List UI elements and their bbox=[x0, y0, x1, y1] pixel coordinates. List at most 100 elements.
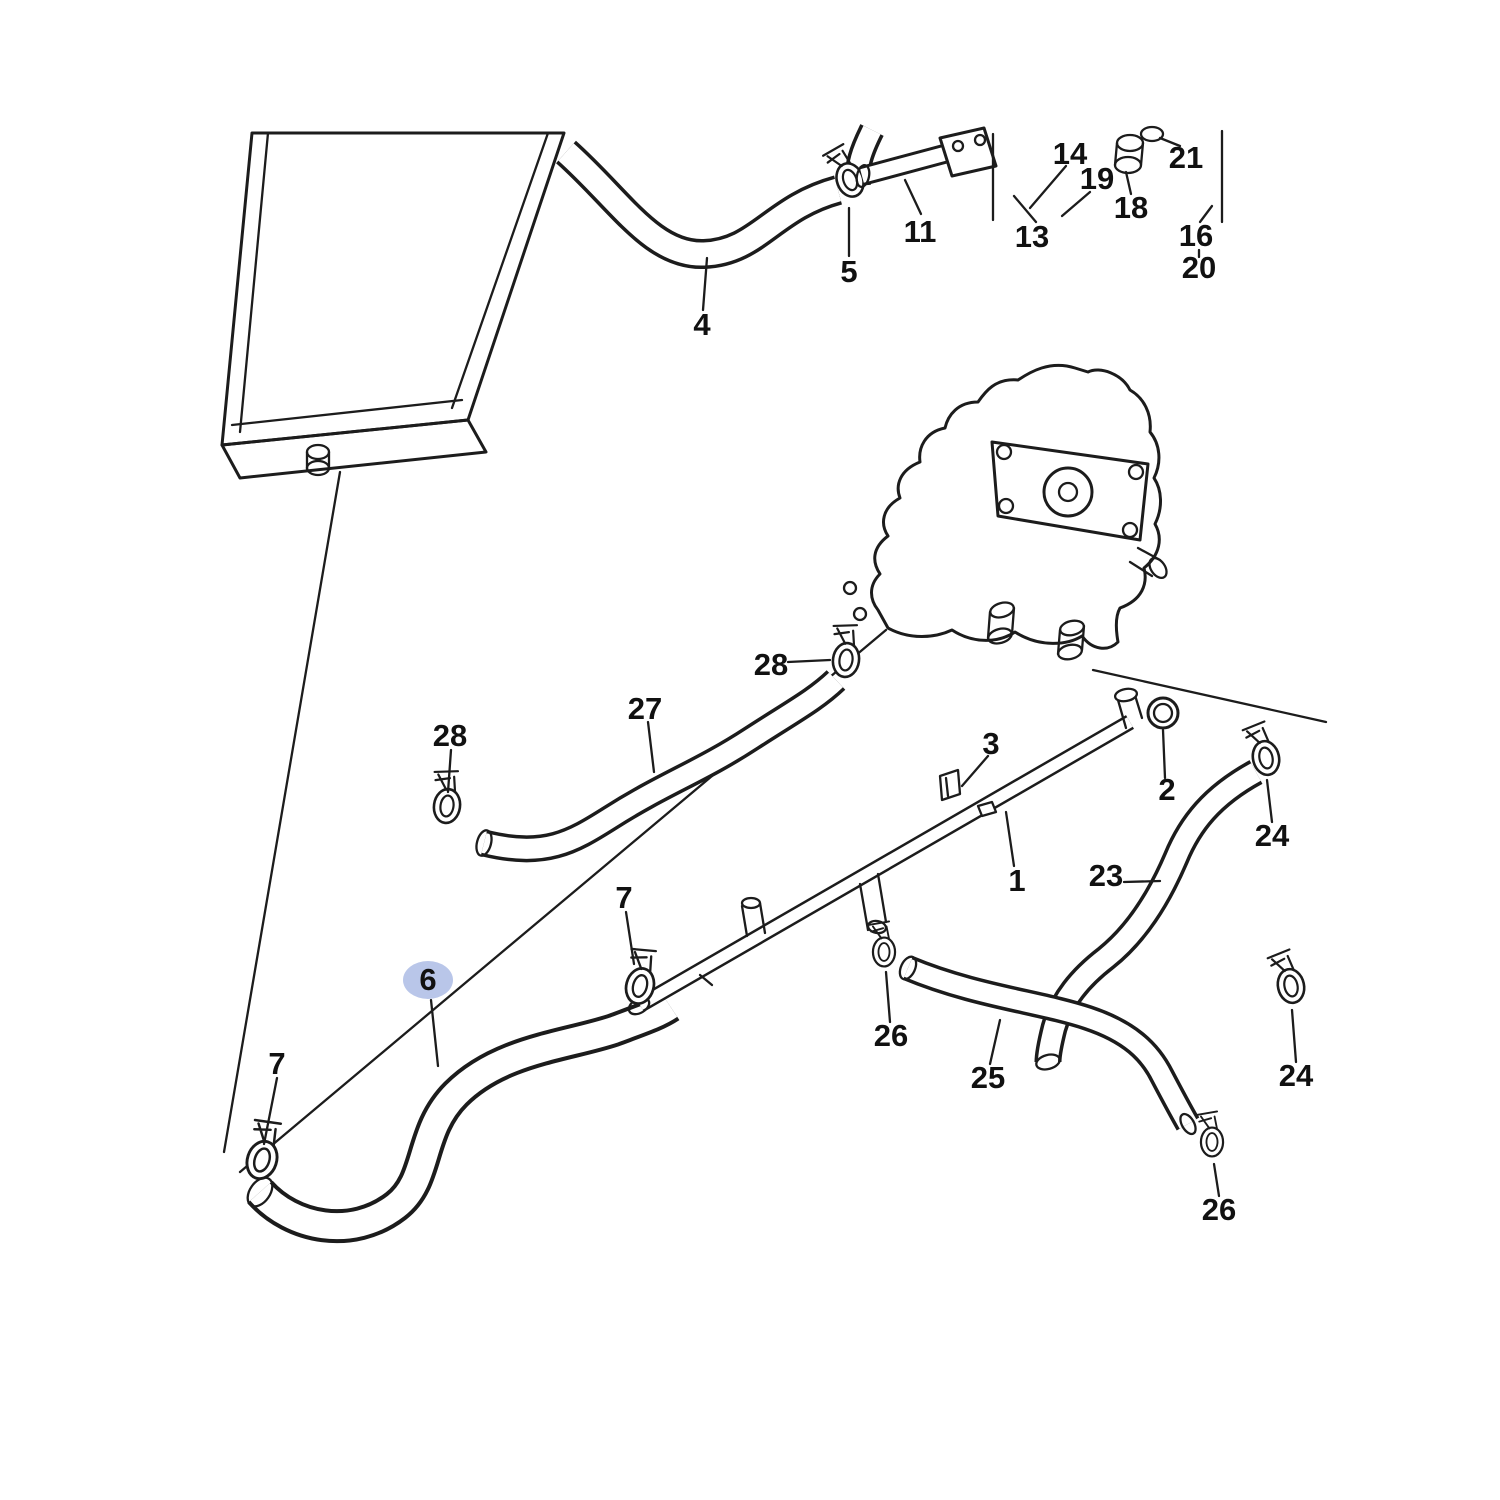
pipe-1-body bbox=[637, 717, 1133, 1010]
leader-25 bbox=[988, 1018, 1002, 1066]
hose-27-body bbox=[481, 672, 843, 859]
pipe-1-riser-top bbox=[1113, 687, 1139, 703]
clamp-24-lower bbox=[1265, 946, 1309, 1008]
leader-13 bbox=[1012, 194, 1038, 224]
callout-4[interactable]: 4 bbox=[693, 307, 711, 342]
callout-25[interactable]: 25 bbox=[971, 1060, 1005, 1095]
pipe-11-body bbox=[860, 147, 946, 183]
part-18-bottom bbox=[1113, 155, 1143, 175]
callout-21[interactable]: 21 bbox=[1169, 140, 1203, 175]
radiator-frame bbox=[220, 131, 566, 447]
leader-18 bbox=[1124, 170, 1133, 196]
housing-bore bbox=[1042, 466, 1094, 518]
leader-21 bbox=[1158, 136, 1182, 148]
hose-4 bbox=[555, 140, 843, 269]
housing-gasket bbox=[990, 440, 1150, 542]
clamp-28-left bbox=[426, 766, 467, 826]
hose-6-body bbox=[250, 994, 678, 1240]
callout-13[interactable]: 13 bbox=[1015, 219, 1049, 254]
pipe-11-flange bbox=[938, 126, 998, 178]
hose-6 bbox=[246, 991, 680, 1244]
housing-stub1-end bbox=[987, 627, 1013, 645]
callout-7-middle[interactable]: 7 bbox=[615, 880, 632, 915]
hose-25-opening-right bbox=[1179, 1112, 1197, 1136]
leader-7-middle bbox=[624, 910, 636, 966]
flange-hole-1 bbox=[951, 139, 965, 153]
radiator-lower-tank bbox=[220, 418, 488, 480]
clamp-7-lower-left bbox=[236, 1114, 290, 1185]
part-21-ring bbox=[1139, 125, 1165, 143]
leader-14 bbox=[1028, 164, 1068, 210]
callout-11[interactable]: 11 bbox=[904, 214, 937, 249]
callout-3[interactable]: 3 bbox=[982, 726, 999, 761]
gasket-hole-1 bbox=[995, 443, 1013, 461]
housing-stub1-side bbox=[986, 606, 1016, 640]
bracket-3-rib bbox=[944, 776, 950, 798]
parts-box bbox=[991, 129, 1224, 224]
callout-24-lower[interactable]: 24 bbox=[1279, 1058, 1314, 1093]
housing-stub2-end bbox=[1057, 643, 1083, 661]
callout-2[interactable]: 2 bbox=[1158, 772, 1175, 807]
leader-27 bbox=[646, 720, 656, 774]
part-21-cap bbox=[1139, 125, 1165, 143]
hose-25-opening-left bbox=[898, 955, 918, 981]
leader-11 bbox=[903, 178, 923, 216]
clamp-26-lower bbox=[1196, 1110, 1225, 1158]
callout-6-highlighted[interactable]: 6 bbox=[419, 962, 436, 997]
housing-bore-inner bbox=[1057, 481, 1079, 503]
leader-6 bbox=[429, 998, 440, 1068]
pipe-1-branch-end bbox=[866, 919, 888, 935]
leader-2 bbox=[1161, 728, 1167, 780]
hose-4-body bbox=[558, 143, 842, 266]
hose-23-body bbox=[1038, 763, 1261, 1063]
pipe-1-bead bbox=[698, 973, 714, 987]
pipe-11 bbox=[855, 126, 998, 188]
leader-4 bbox=[701, 256, 709, 312]
thermostat-housing bbox=[842, 363, 1168, 661]
leader-24-lower bbox=[1290, 1008, 1298, 1064]
gasket-hole-3 bbox=[1121, 521, 1139, 539]
boundary-line-left bbox=[222, 470, 342, 1154]
hose-23-opening bbox=[1035, 1053, 1061, 1071]
callout-7-lower-left[interactable]: 7 bbox=[268, 1046, 285, 1081]
hose-27-opening bbox=[475, 829, 493, 857]
boundary-line-right bbox=[1091, 668, 1328, 724]
callout-19[interactable]: 19 bbox=[1080, 161, 1114, 196]
callout-24-upper[interactable]: 24 bbox=[1255, 818, 1290, 853]
callout-18[interactable]: 18 bbox=[1114, 190, 1148, 225]
callout-26-middle[interactable]: 26 bbox=[874, 1018, 908, 1053]
callout-27[interactable]: 27 bbox=[628, 691, 662, 726]
radiator-bushing-top bbox=[305, 443, 331, 461]
callout-16[interactable]: 16 bbox=[1179, 218, 1213, 253]
radiator bbox=[220, 131, 566, 480]
callout-28-left[interactable]: 28 bbox=[433, 718, 467, 753]
callout-28-upper[interactable]: 28 bbox=[754, 647, 788, 682]
bracket-hole-1 bbox=[842, 580, 858, 596]
callout-5[interactable]: 5 bbox=[840, 254, 857, 289]
gasket-hole-4 bbox=[997, 497, 1015, 515]
callout-23[interactable]: 23 bbox=[1089, 858, 1123, 893]
gasket-hole-2 bbox=[1127, 463, 1145, 481]
pipe-1-nipple-top bbox=[740, 896, 762, 910]
bracket-3-plate bbox=[938, 768, 962, 802]
leader-28-left bbox=[446, 748, 453, 794]
leader-7-left bbox=[262, 1076, 279, 1146]
hose-25 bbox=[898, 955, 1200, 1136]
highlight-ellipse bbox=[403, 961, 453, 999]
leader-24-upper bbox=[1265, 778, 1274, 824]
pipe-11-opening bbox=[855, 164, 871, 188]
callout-14[interactable]: 14 bbox=[1053, 136, 1088, 171]
callout-20[interactable]: 20 bbox=[1182, 250, 1216, 285]
radiator-bushing-bottom bbox=[305, 459, 331, 477]
leader-28-upper bbox=[786, 658, 832, 664]
o-ring-outer bbox=[1146, 696, 1180, 730]
leader-26-lower bbox=[1212, 1162, 1221, 1198]
bracket-hole-2 bbox=[852, 606, 868, 622]
leader-1 bbox=[1004, 810, 1016, 868]
clamp-28-upper bbox=[825, 620, 866, 680]
o-ring-2 bbox=[1146, 696, 1180, 730]
radiator-inner-bottom bbox=[230, 398, 464, 427]
callout-1[interactable]: 1 bbox=[1008, 863, 1025, 898]
flange-hole-2 bbox=[973, 133, 987, 147]
callout-26-lower[interactable]: 26 bbox=[1202, 1192, 1236, 1227]
